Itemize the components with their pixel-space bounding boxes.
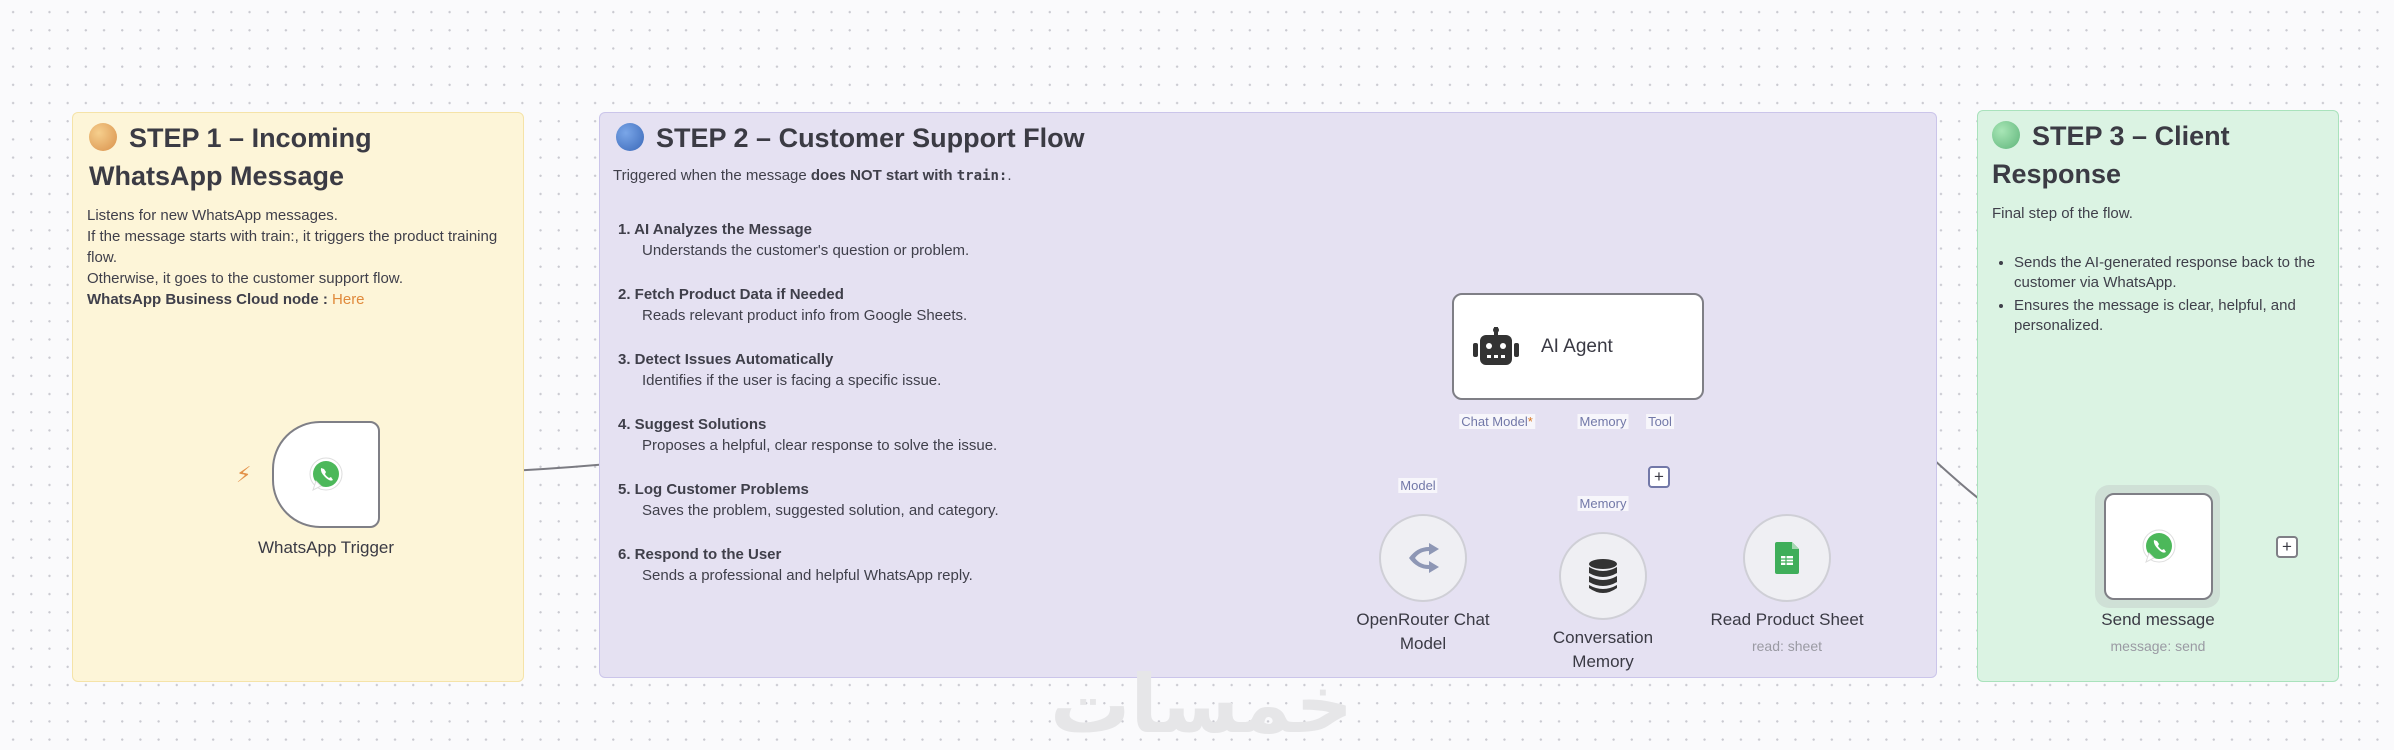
openrouter-label: OpenRouter Chat Model [1343, 608, 1503, 656]
read-product-sheet-node[interactable] [1743, 514, 1831, 602]
whatsapp-trigger-node[interactable] [272, 421, 380, 528]
here-link[interactable]: Here [332, 291, 365, 308]
step2-intro: Triggered when the message does NOT star… [613, 165, 1012, 187]
step-desc: Reads relevant product info from Google … [642, 307, 968, 324]
memory-label: Conversation Memory [1538, 626, 1668, 674]
step-desc: Sends a professional and helpful WhatsAp… [642, 567, 973, 584]
port-model: Model [1398, 478, 1438, 493]
step3-title: STEP 3 – Client Response [1992, 117, 2312, 193]
step1-line: Otherwise, it goes to the customer suppo… [87, 270, 403, 287]
step2-title-text: STEP 2 – Customer Support Flow [656, 123, 1085, 153]
openrouter-node[interactable] [1379, 514, 1467, 602]
khamsat-watermark: خمسات [1050, 660, 1354, 749]
step-desc: Proposes a helpful, clear response to so… [642, 437, 998, 454]
step1-line: If the message starts with train:, it tr… [87, 228, 498, 266]
step-title: 1. AI Analyzes the Message [618, 221, 812, 238]
bullet-item: Ensures the message is clear, helpful, a… [2014, 296, 2334, 336]
step2-sticky-note[interactable]: STEP 2 – Customer Support Flow Triggered… [599, 112, 1937, 678]
whatsapp-trigger-label: WhatsApp Trigger [257, 538, 395, 557]
intro-prefix: Triggered when the message [613, 167, 811, 184]
step1-title-text: STEP 1 – Incoming WhatsApp Message [89, 123, 372, 191]
step1-node-label: WhatsApp Business Cloud node : [87, 291, 328, 308]
openrouter-label-text: OpenRouter Chat Model [1356, 610, 1490, 653]
port-memory: Memory [1577, 414, 1629, 429]
intro-bold: does NOT start with [810, 167, 957, 184]
step3-bullets: Sends the AI-generated response back to … [2014, 253, 2334, 336]
whatsapp-icon [2142, 529, 2175, 563]
port-chat-model-text: Chat Model [1461, 414, 1528, 429]
sheet-subtitle: read: sheet [1751, 638, 1823, 654]
step-title: 2. Fetch Product Data if Needed [618, 286, 844, 303]
step-desc: Identifies if the user is facing a speci… [642, 372, 942, 389]
ai-agent-node[interactable]: AI Agent [1452, 293, 1704, 400]
step1-line: Listens for new WhatsApp messages. [87, 207, 338, 224]
google-sheets-icon [1775, 542, 1799, 574]
step-title: 6. Respond to the User [618, 546, 782, 563]
orange-ball-icon [89, 123, 117, 151]
blue-ball-icon [616, 123, 644, 151]
port-memory-input: Memory [1577, 496, 1629, 511]
step1-sticky-note[interactable]: STEP 1 – Incoming WhatsApp Message Liste… [72, 112, 524, 682]
step2-title: STEP 2 – Customer Support Flow [616, 119, 1085, 157]
sheet-label: Read Product Sheet [1710, 610, 1864, 629]
robot-icon [1473, 326, 1519, 365]
green-ball-icon [1992, 121, 2020, 149]
port-chat-model: Chat Model* [1459, 414, 1535, 429]
send-message-label: Send message [2101, 610, 2215, 629]
step3-intro: Final step of the flow. [1992, 205, 2133, 222]
intro-suffix: . [1007, 167, 1012, 184]
required-asterisk: * [1527, 414, 1533, 429]
step3-title-text: STEP 3 – Client Response [1992, 121, 2230, 189]
step-desc: Saves the problem, suggested solution, a… [642, 502, 999, 519]
send-message-subtitle: message: send [2110, 638, 2206, 654]
send-message-node[interactable] [2104, 493, 2213, 600]
add-tool-button[interactable]: + [1648, 466, 1670, 488]
conversation-memory-node[interactable] [1559, 532, 1647, 620]
ai-agent-label: AI Agent [1541, 335, 1613, 357]
intro-code: train: [956, 168, 1008, 184]
lightning-trigger-icon: ⚡ [236, 462, 252, 487]
bullet-item: Sends the AI-generated response back to … [2014, 253, 2334, 293]
step-desc: Understands the customer's question or p… [642, 242, 970, 259]
step-title: 3. Detect Issues Automatically [618, 351, 834, 368]
step1-title: STEP 1 – Incoming WhatsApp Message [89, 119, 509, 195]
step-title: 4. Suggest Solutions [618, 416, 767, 433]
add-node-button[interactable]: + [2276, 536, 2298, 558]
port-tool: Tool [1646, 414, 1674, 429]
whatsapp-icon [309, 457, 343, 491]
database-icon [1589, 559, 1617, 593]
openrouter-icon [1409, 543, 1439, 573]
step1-body: Listens for new WhatsApp messages. If th… [87, 205, 507, 310]
step-title: 5. Log Customer Problems [618, 481, 809, 498]
memory-label-text: Conversation Memory [1552, 628, 1654, 671]
